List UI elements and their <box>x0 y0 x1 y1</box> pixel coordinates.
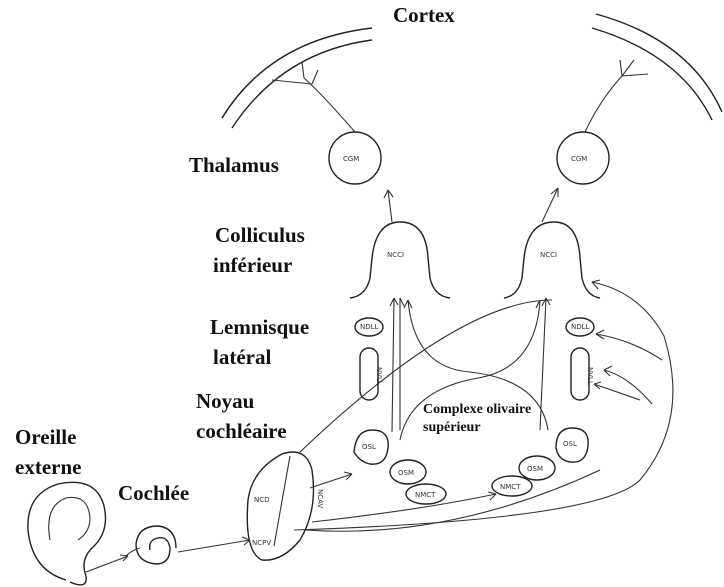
right-loop-to-ndll-upper <box>596 330 662 360</box>
ncpv-label: NCPV <box>252 539 271 547</box>
cgm-right-label: CGM <box>571 155 587 163</box>
lemnisque-label-line2: latéral <box>213 344 271 370</box>
osm-right-label: OSM <box>527 465 543 473</box>
cochlear-nucleus-divider <box>274 456 290 546</box>
complexe-label-line2: supérieur <box>423 419 481 437</box>
osl-left-label: OSL <box>362 443 376 451</box>
ncd-label: NCD <box>254 496 270 504</box>
cochlea-spiral <box>136 526 176 564</box>
cochlee-label: Cochlée <box>118 480 189 506</box>
thalamus-label: Thalamus <box>189 152 279 178</box>
ncci-left-node <box>350 222 450 298</box>
cochlea-to-nucleus-arrow <box>178 537 250 552</box>
left-colliculus-to-cgm-arrow <box>384 190 393 222</box>
nmct-left-label: NMCT <box>415 491 436 499</box>
outer-ear-inner-fold <box>49 497 90 540</box>
ncci-right-label: NCCI <box>540 251 557 259</box>
ear-to-cochlea-arrow <box>86 555 128 572</box>
right-colliculus-to-cgm-arrow <box>542 188 558 222</box>
cgm-left-label: CGM <box>343 155 359 163</box>
colliculus-label-line1: Colliculus <box>215 222 305 248</box>
noyau-label-line2: cochléaire <box>196 418 287 444</box>
right-thalamus-cortex-fibers <box>585 60 648 132</box>
ncci-right-node <box>504 222 600 298</box>
osm-left-label: OSM <box>398 469 414 477</box>
right-loop-to-ndll <box>604 366 652 404</box>
ncav-to-right-long <box>306 470 600 531</box>
ncav-to-nmct-right-arrow <box>312 492 496 522</box>
cortex-right-arc-inner <box>592 28 712 120</box>
cortex-label: Cortex <box>393 2 455 28</box>
cortex-right-arc-outer <box>596 14 722 112</box>
noyau-label-line1: Noyau <box>196 388 254 414</box>
ndll-right-label: NDLL <box>571 323 590 331</box>
ncci-left-label: NCCI <box>387 251 404 259</box>
ndll-left-label: NDLL <box>360 323 379 331</box>
cortex-left-arc-inner <box>232 40 372 128</box>
lemnisque-label-line1: Lemnisque <box>210 314 309 340</box>
nvll-right-label: NVLL <box>586 367 594 385</box>
left-ascending-fiber-1 <box>390 298 398 432</box>
oreille-label-line2: externe <box>15 454 81 480</box>
oreille-label-line1: Oreille <box>15 424 76 450</box>
ncd-to-osl-left-arrow <box>310 472 352 488</box>
colliculus-label-line2: inférieur <box>213 252 292 278</box>
nmct-right-label: NMCT <box>500 483 521 491</box>
ncav-label: NCAV <box>316 489 324 508</box>
complexe-label-line1: Complexe olivaire <box>423 401 531 419</box>
cortex-left-arc-outer <box>222 28 372 118</box>
osl-right-label: OSL <box>563 440 577 448</box>
